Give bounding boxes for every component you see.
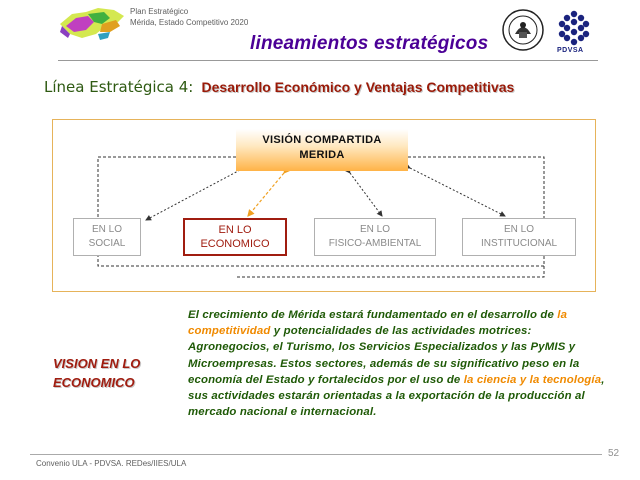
arrow-vision-institucional [404, 163, 506, 217]
node-fisico-line1: EN LO [359, 224, 390, 235]
node-institucional-line2: INSTITUCIONAL [480, 238, 558, 249]
page-number: 52 [608, 448, 620, 459]
vision-text-part2: y potencialidades de las actividades mot… [188, 325, 580, 386]
vision-paragraph: El crecimiento de Mérida estará fundamen… [188, 307, 614, 420]
section-title: lineamientos estratégicos [250, 33, 489, 54]
vision-heading-line2: ECONOMICO [53, 375, 135, 390]
arrow-vision-fisico [344, 167, 383, 217]
ula-seal-logo [502, 9, 544, 51]
pdvsa-label: PDVSA [557, 47, 584, 54]
shared-vision-line1: VISIÓN COMPARTIDA [262, 134, 382, 146]
highlight-competitividad: la competitividad [188, 309, 568, 338]
node-social: EN LO SOCIAL [73, 218, 141, 256]
shared-vision-box: VISIÓN COMPARTIDA MERIDA [236, 129, 408, 171]
footer-divider [30, 454, 602, 455]
footer-credit: Convenio ULA - PDVSA. REDes/IIES/ULA [36, 459, 187, 468]
outer-loop-connector [97, 156, 545, 267]
shared-vision-line2: MERIDA [299, 149, 345, 161]
vision-heading-line1: VISION EN LO [53, 356, 141, 371]
node-social-line1: EN LO [91, 224, 122, 235]
arrow-vision-social [145, 165, 246, 221]
vision-text-part3: , sus actividades estarán orientadas a l… [188, 373, 605, 419]
strategic-line-name: Desarrollo Económico y Ventajas Competit… [201, 79, 515, 95]
node-institucional-line1: EN LO [503, 224, 534, 235]
strategic-line-number: Línea Estratégica 4: [44, 78, 194, 96]
strategic-line-title: Línea Estratégica 4: Desarrollo Económic… [44, 78, 514, 96]
vision-heading: VISION EN LO ECONOMICO [53, 354, 140, 392]
highlight-ciencia-tecnologia: la ciencia y la tecnología [463, 373, 602, 386]
node-fisico-line2: FISICO-AMBIENTAL [328, 238, 422, 249]
merida-map-logo [60, 8, 124, 40]
node-economico-line1: EN LO [218, 224, 252, 236]
node-economico-line2: ECONOMICO [200, 238, 270, 250]
arrow-vision-economico [247, 166, 291, 217]
diagram-frame [52, 119, 596, 292]
node-social-line2: SOCIAL [88, 238, 126, 249]
plan-title-line2: Mérida, Estado Competitivo 2020 [130, 18, 249, 27]
node-economico: EN LO ECONOMICO [183, 218, 287, 256]
pdvsa-logo [558, 10, 590, 46]
node-institucional: EN LO INSTITUCIONAL [462, 218, 576, 256]
plan-title-line1: Plan Estratégico [130, 7, 189, 16]
node-fisico-ambiental: EN LO FISICO-AMBIENTAL [314, 218, 436, 256]
loop-extension-connector [236, 266, 545, 278]
vision-text-part1: El crecimiento de Mérida estará fundamen… [188, 309, 558, 321]
header-divider [58, 60, 598, 61]
